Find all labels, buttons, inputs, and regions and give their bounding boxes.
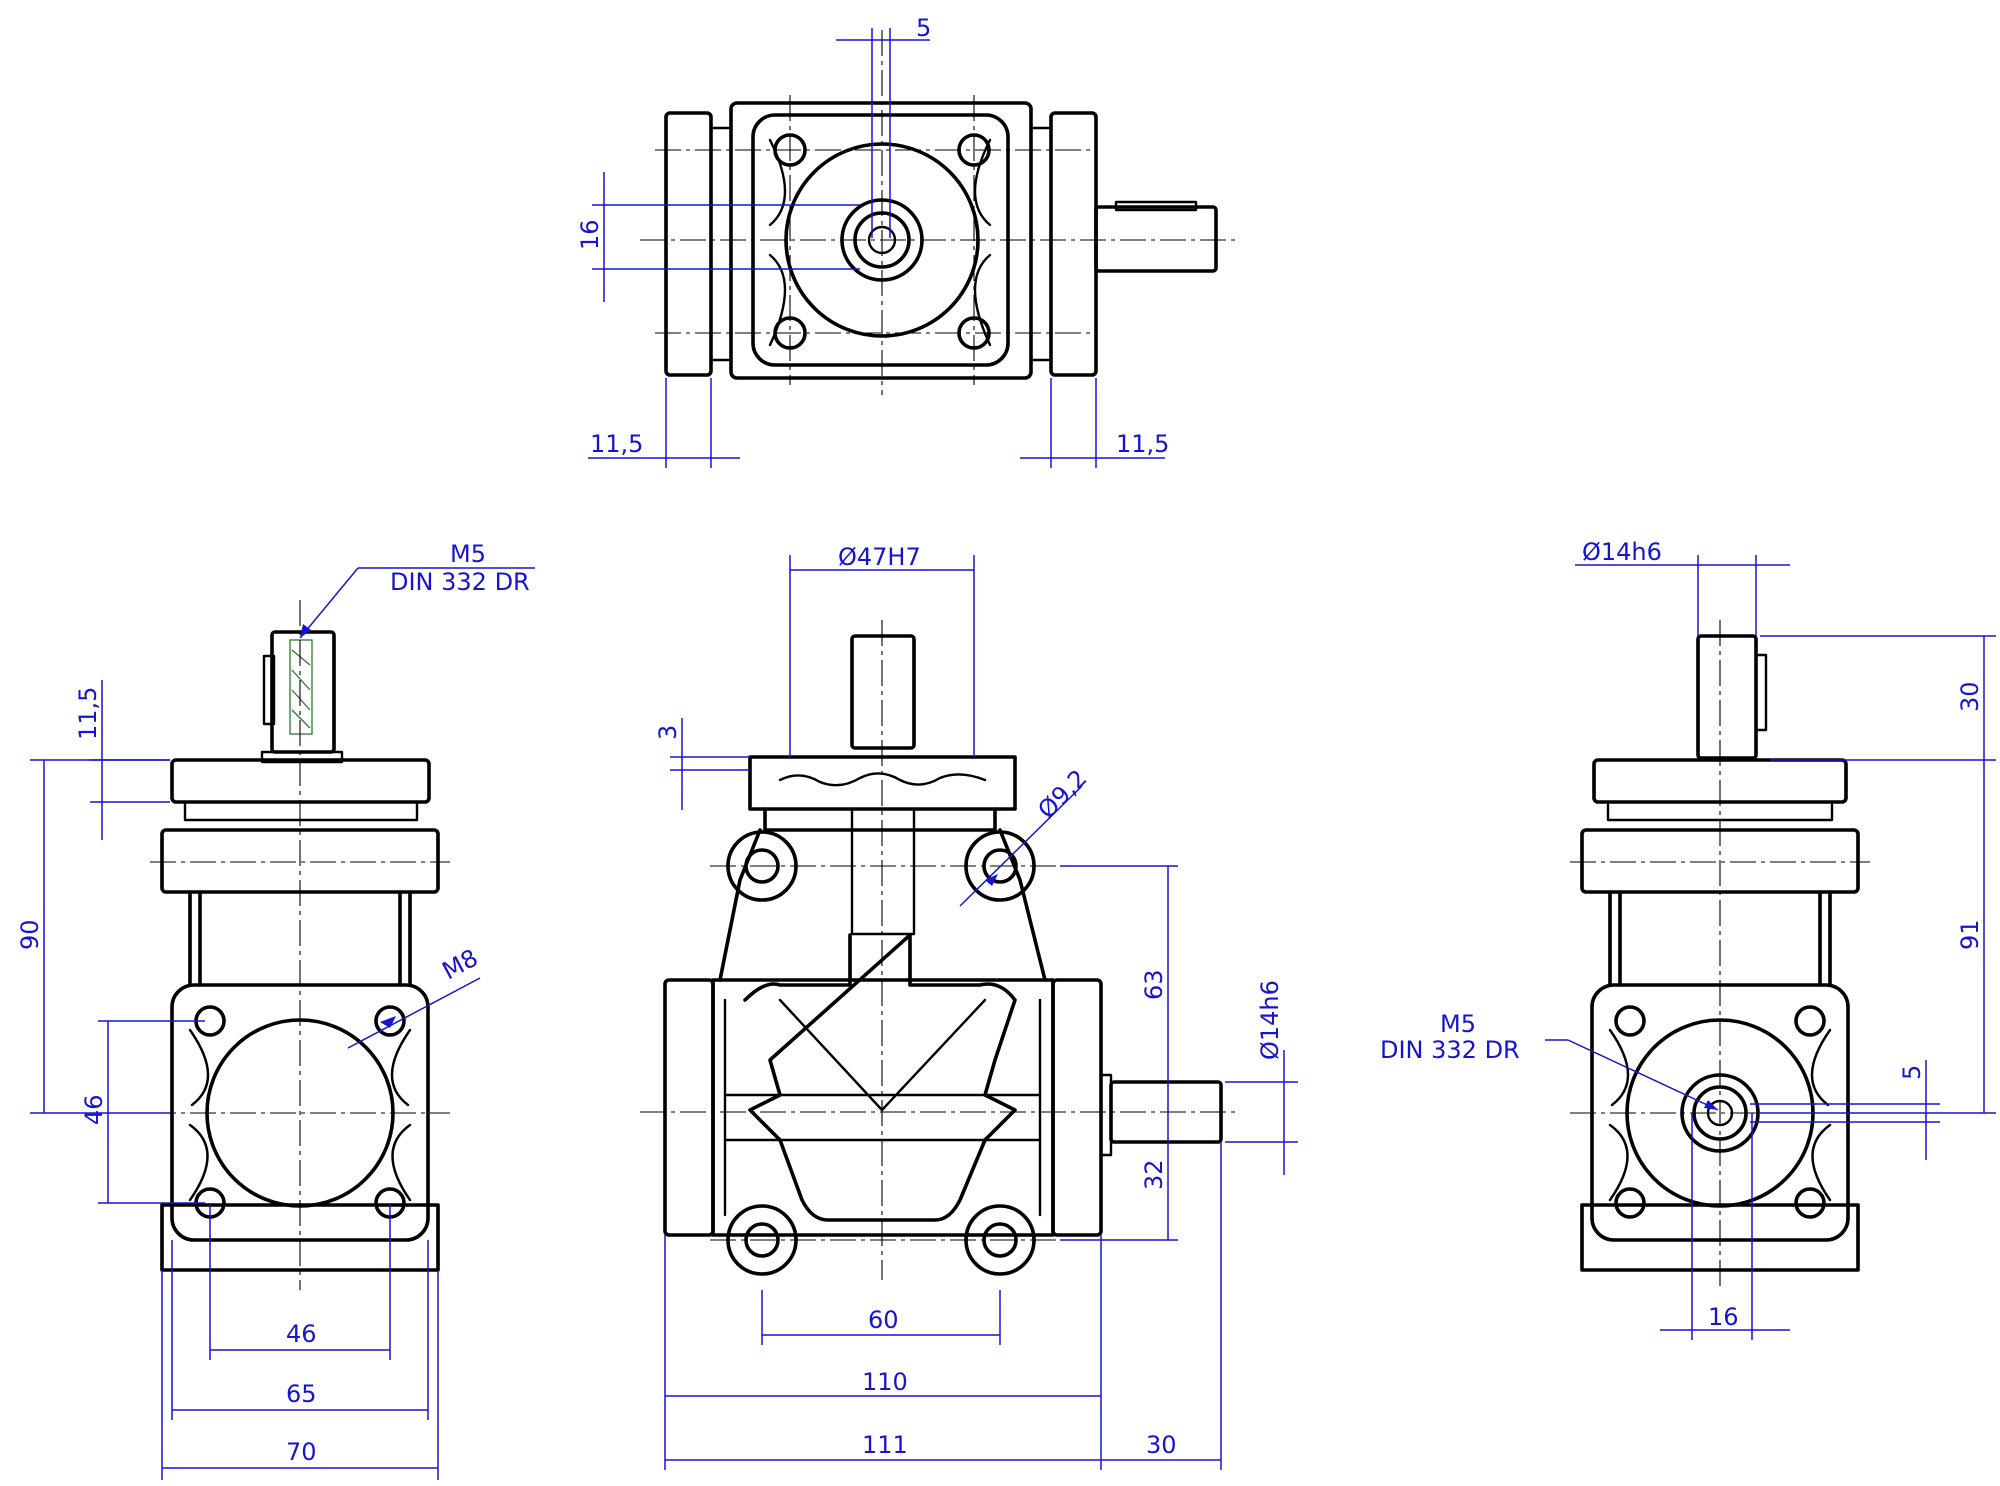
left-center-hole	[289, 639, 313, 735]
dim-left-90: 90	[16, 919, 44, 950]
dim-left-46v: 46	[80, 1094, 108, 1125]
front-gear-cavity	[743, 933, 1017, 1222]
right-shaft	[1696, 634, 1758, 760]
dim-front-shaft: Ø14h6	[1256, 980, 1284, 1060]
dim-left-m8: M8	[438, 944, 483, 986]
dim-right-shaft: Ø14h6	[1582, 538, 1662, 566]
top-left-flange	[664, 111, 713, 377]
left-view: M5 DIN 332 DR 11,5 90 46 M8 46 65	[16, 540, 535, 1480]
top-view: 5 16 11,5 11,5	[576, 14, 1240, 468]
dim-top-left-flange: 11,5	[590, 430, 643, 458]
dim-front-60: 60	[868, 1306, 899, 1334]
dim-right-5: 5	[1898, 1065, 1926, 1080]
dim-left-flange: 11,5	[74, 687, 102, 740]
left-shaft-key	[262, 654, 276, 726]
front-upper-housing	[718, 828, 1047, 982]
dim-front-110: 110	[862, 1368, 908, 1396]
top-side-shaft	[1094, 205, 1218, 273]
left-thread-label-1: M5	[450, 540, 486, 568]
right-view: Ø14h6 30 91 M5 DIN 332 DR 5 16	[1380, 538, 1996, 1340]
top-left-collar	[709, 126, 733, 362]
top-shaft-key	[1114, 200, 1198, 212]
right-thread-label-2: DIN 332 DR	[1380, 1036, 1520, 1064]
left-top-collar	[183, 800, 419, 822]
top-right-collar	[1029, 126, 1053, 362]
dim-top-keyway: 5	[916, 14, 931, 42]
dim-right-16: 16	[1708, 1303, 1739, 1331]
dim-front-bore: Ø47H7	[838, 543, 921, 571]
front-left-flange	[663, 978, 715, 1237]
dim-right-91: 91	[1956, 919, 1984, 950]
dim-front-63: 63	[1140, 969, 1168, 1000]
top-ribs	[768, 138, 992, 347]
left-body	[188, 890, 412, 987]
front-right-flange	[1051, 978, 1103, 1237]
dim-top-height: 16	[576, 219, 604, 250]
top-right-flange	[1049, 111, 1098, 377]
dim-front-32: 32	[1140, 1159, 1168, 1190]
left-thread-label-2: DIN 332 DR	[390, 568, 530, 596]
right-thread-label-1: M5	[1440, 1010, 1476, 1038]
dim-front-hole: Ø9,2	[1032, 764, 1092, 824]
dim-top-right-flange: 11,5	[1116, 430, 1169, 458]
dim-front-spigot: 3	[654, 725, 682, 740]
dim-left-46h: 46	[286, 1320, 317, 1348]
left-bolt-tr	[374, 1005, 406, 1037]
dim-front-111: 111	[862, 1431, 908, 1459]
front-top-shaft	[850, 634, 916, 750]
dim-right-30: 30	[1956, 681, 1984, 712]
front-view: Ø47H7 3 Ø9,2 63 32 Ø14h6 60 110	[640, 543, 1298, 1470]
dim-left-70: 70	[286, 1438, 317, 1466]
dim-front-30: 30	[1146, 1431, 1177, 1459]
dim-left-65: 65	[286, 1380, 317, 1408]
